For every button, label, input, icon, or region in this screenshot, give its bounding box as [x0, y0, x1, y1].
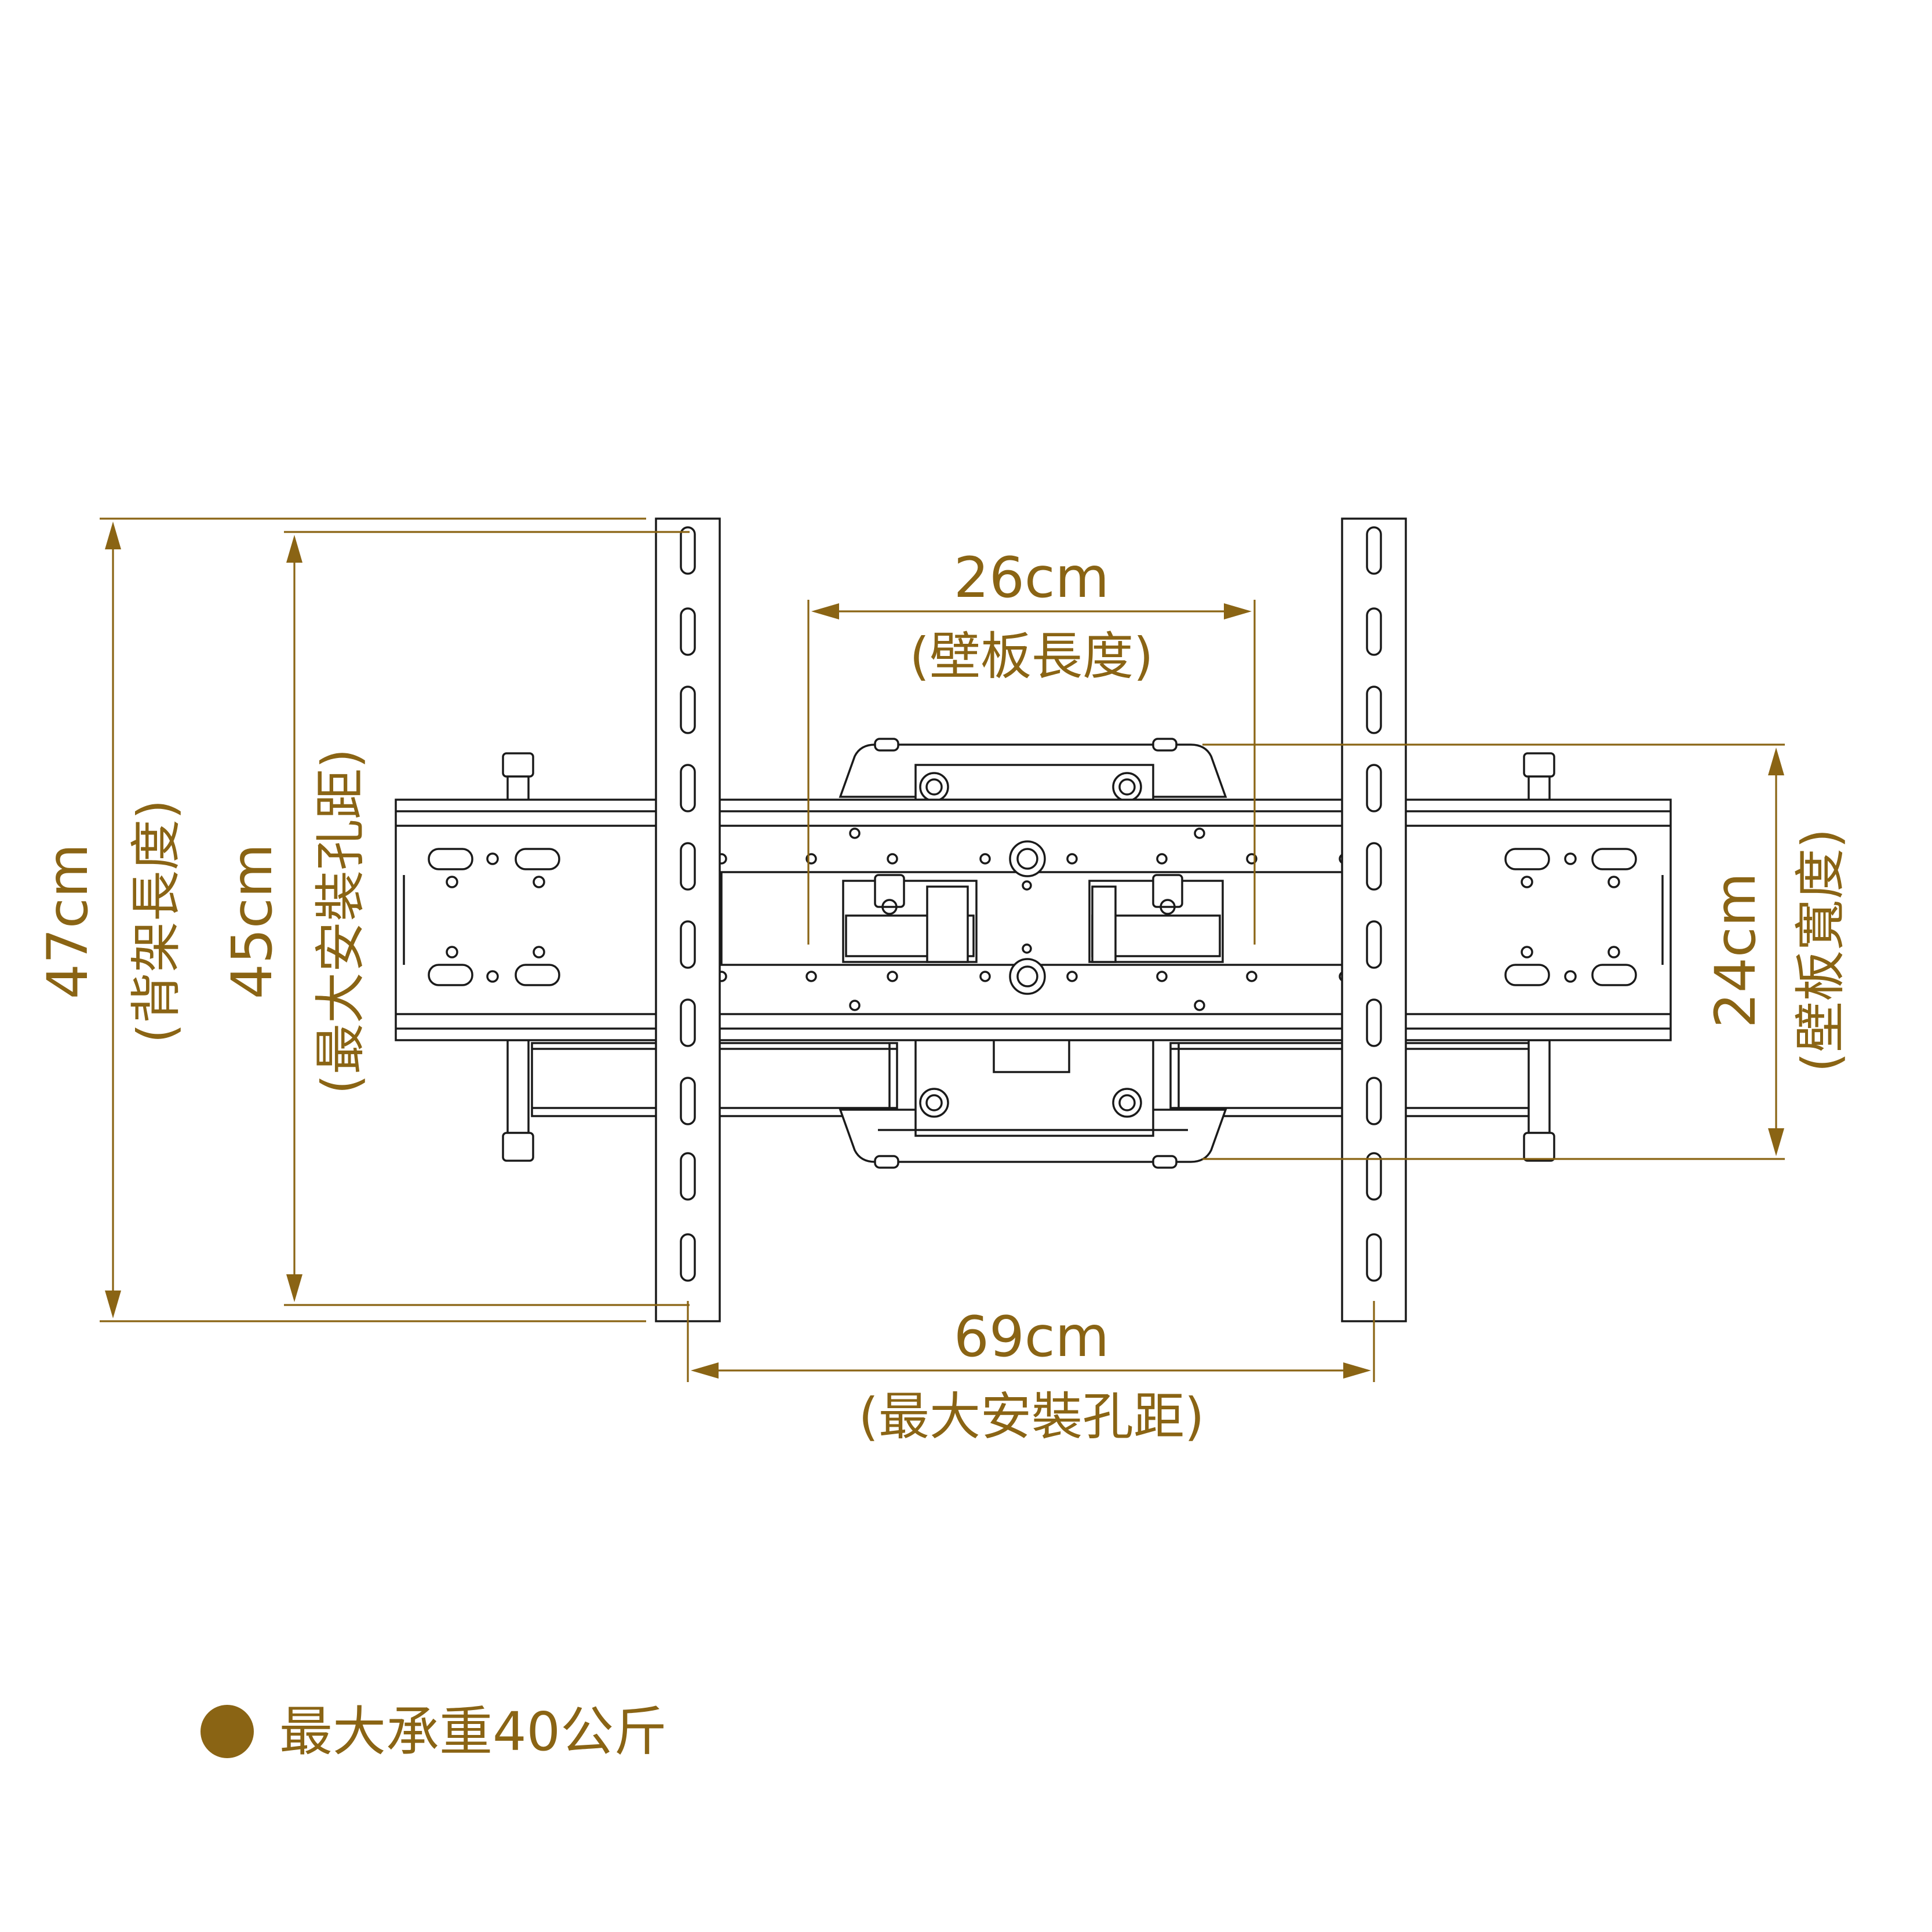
dimension-wall-plate-length: 26cm (壁板長度) [807, 545, 1256, 945]
vertical-bracket-right [1341, 517, 1407, 1322]
dimension-wall-plate-width: 24cm (壁板寬度) [1202, 743, 1850, 1160]
wall-plate-screw-icon [919, 772, 1142, 1118]
tilt-knob-icon [874, 874, 1183, 915]
tv-wall-mount-drawing [395, 517, 1672, 1322]
bullet-icon [201, 1705, 254, 1758]
bracket-slot-icon [1366, 526, 1382, 1282]
dimension-max-hole-vertical: 45cm (最大安裝孔距) [220, 531, 690, 1306]
arrow-down-icon [105, 1291, 121, 1318]
main-horizontal-frame [395, 799, 1672, 1041]
arrow-up-icon [105, 522, 121, 549]
max-load-note: 最大承重40公斤 [201, 1701, 667, 1763]
wall-plate [839, 738, 1227, 1169]
max-hole-vertical-value: 45cm [220, 844, 285, 999]
wall-plate-length-value: 26cm [954, 545, 1109, 610]
frame-slot-icon [428, 848, 1637, 986]
arrow-up-icon [1768, 748, 1784, 775]
wall-plate-length-label: (壁板長度) [910, 626, 1154, 686]
arrow-right-icon [1343, 1362, 1371, 1379]
max-hole-horizontal-value: 69cm [954, 1304, 1109, 1369]
max-hole-vertical-label: (最大安裝孔距) [311, 749, 370, 1095]
center-pivot-bolt-icon [1009, 840, 1046, 995]
dimension-back-frame-length: 47cm (背架長度) [35, 517, 646, 1322]
arrow-left-icon [811, 603, 839, 619]
vertical-bracket-left [655, 517, 721, 1322]
bracket-slot-icon [680, 526, 696, 1282]
dimension-max-hole-horizontal: 69cm (最大安裝孔距) [687, 1301, 1375, 1446]
arrow-up-icon [286, 535, 302, 563]
arrow-right-icon [1224, 603, 1252, 619]
arrow-down-icon [286, 1274, 302, 1302]
max-load-text: 最大承重40公斤 [279, 1701, 667, 1763]
arrow-down-icon [1768, 1128, 1784, 1156]
back-frame-length-label: (背架長度) [126, 800, 186, 1044]
max-hole-horizontal-label: (最大安裝孔距) [859, 1387, 1205, 1446]
wall-plate-width-value: 24cm [1703, 873, 1768, 1028]
wall-plate-width-label: (壁板寬度) [1791, 829, 1850, 1073]
arrow-left-icon [691, 1362, 719, 1379]
end-bolt-icon [502, 752, 1555, 1162]
back-frame-length-value: 47cm [35, 844, 100, 999]
